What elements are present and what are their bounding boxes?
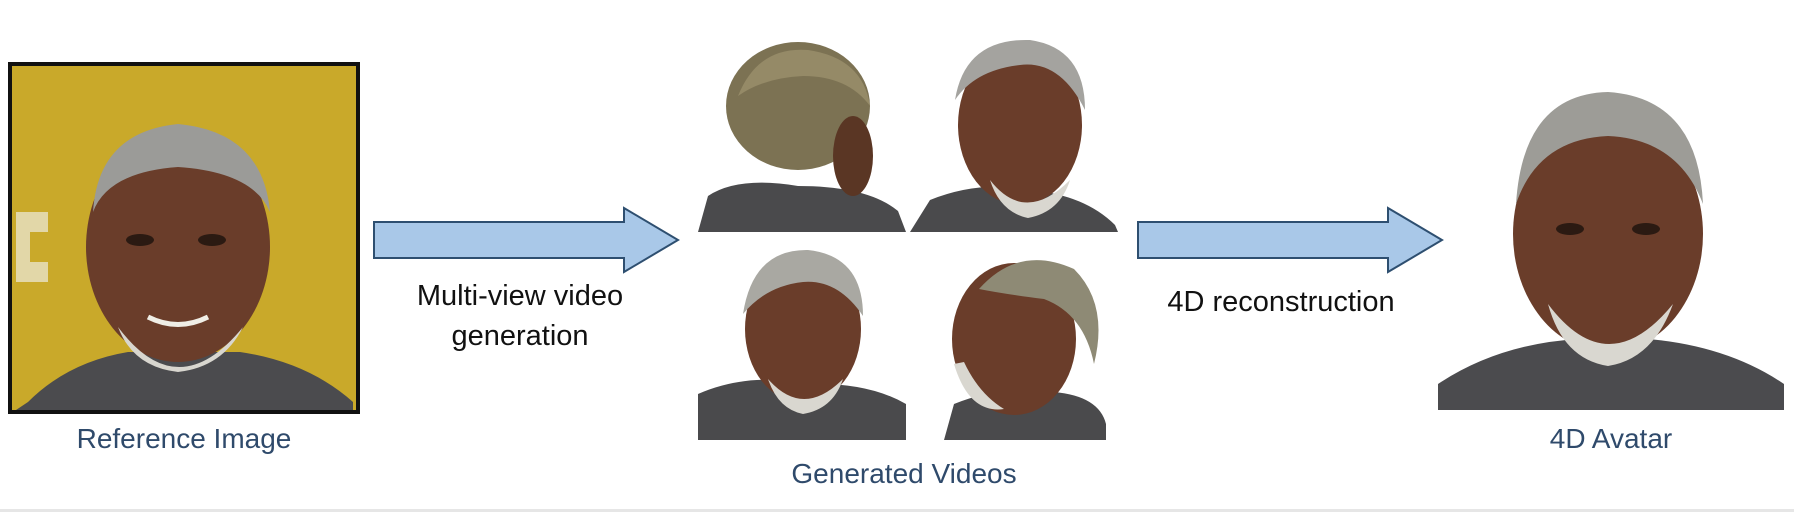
multiview-generation-label-line1: Multi-view video (416, 280, 624, 312)
reference-caption: Reference Image (76, 423, 292, 454)
bottom-divider (0, 509, 1794, 512)
multiview-generation-label: Multi-view video generation (380, 276, 660, 356)
generated-caption: Generated Videos (791, 458, 1017, 489)
avatar-image (1438, 84, 1784, 410)
generated-frame-upward-view (910, 30, 1120, 232)
reference-image (8, 62, 360, 414)
reconstruction-arrow (1134, 204, 1446, 276)
reconstruction-label: 4D reconstruction (1167, 286, 1395, 318)
avatar-caption: 4D Avatar (1549, 423, 1673, 454)
multiview-generation-label-line2: generation (451, 320, 589, 352)
generated-frame-back-view (698, 36, 910, 232)
multiview-generation-arrow (370, 204, 682, 276)
generated-frame-side-view (698, 244, 910, 440)
generated-frame-profile-view (934, 244, 1110, 440)
